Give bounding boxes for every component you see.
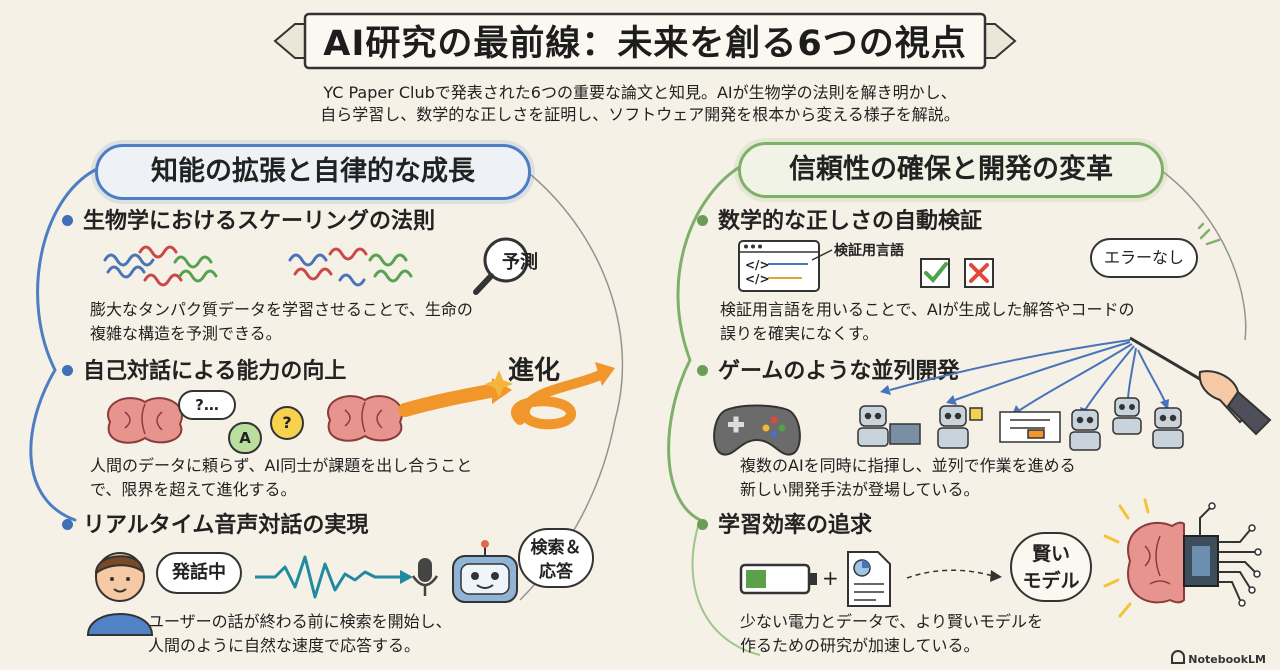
battery-icon — [739, 563, 817, 595]
code-tag-1: </> — [745, 258, 770, 272]
bullet-dot — [62, 518, 73, 530]
check-icon — [920, 258, 950, 288]
microphone-icon — [411, 558, 439, 596]
subtitle-line-2: 自ら学習し、数学的な正しさを証明し、ソフトウェア開発を根本から変える様子を解説。 — [320, 105, 960, 124]
smart-model-badge: 賢い モデル — [1010, 532, 1092, 602]
topic-parallel-dev-desc: 複数のAIを同時に指揮し、並列で作業を進める 新しい開発手法が登場している。 — [740, 456, 1076, 499]
evolution-badge: 進化 — [508, 356, 561, 386]
title-banner: AI研究の最前線：未来を創る6つの視点 — [273, 10, 1017, 70]
predict-badge: 予測 — [502, 252, 538, 273]
dashed-arrow — [906, 569, 1002, 582]
topic-verification-desc: 検証用言語を用いることで、AIが生成した解答やコードの 誤りを確実になくす。 — [720, 300, 1135, 343]
left-section-heading: 知能の拡張と自律的な成長 — [95, 144, 531, 200]
robot-icon — [452, 540, 518, 603]
bullet-dot — [697, 214, 708, 226]
robots-working-icon — [857, 397, 1184, 451]
pointer-line — [811, 249, 833, 261]
bullet-dot — [62, 214, 73, 226]
sound-wave-icon — [255, 555, 413, 599]
conductor-arrows — [880, 336, 1272, 436]
topic-efficiency-title: 学習効率の追求 — [697, 512, 872, 540]
topic-realtime-voice-desc: ユーザーの話が終わる前に検索を開始し、 人間のように自然な速度で応答する。 — [148, 612, 452, 655]
plus-sign: + — [822, 566, 839, 590]
game-controller-icon — [713, 404, 801, 456]
code-tag-2: </> — [745, 272, 770, 286]
page-title: AI研究の最前線：未来を創る6つの視点 — [323, 23, 967, 64]
bullet-dot — [62, 364, 73, 376]
bullet-dot — [697, 364, 708, 376]
right-section-heading: 信頼性の確保と開発の変革 — [738, 142, 1164, 198]
brain-chip-icon — [1103, 498, 1262, 618]
topic-self-play-title: 自己対話による能力の向上 — [62, 358, 346, 386]
search-respond-bubble: 検索＆ 応答 — [518, 528, 594, 588]
magnifier-icon — [473, 237, 529, 295]
topic-parallel-dev-title: ゲームのような並列開発 — [697, 358, 959, 386]
document-chart-icon — [847, 551, 891, 607]
topic-biology-scaling-desc: 膨大なタンパク質データを学習させることで、生命の 複雑な構造を予測できる。 — [90, 300, 473, 343]
page-subtitle: YC Paper Clubで発表された6つの重要な論文と知見。AIが生物学の法則… — [240, 82, 1040, 126]
notebooklm-brand: NotebookLM — [1171, 650, 1266, 666]
code-window-icon — [738, 240, 820, 292]
question-bubble-2: ? — [270, 406, 304, 440]
verification-language-label: 検証用言語 — [834, 243, 904, 259]
topic-realtime-voice-title: リアルタイム音声対話の実現 — [62, 512, 368, 540]
evolution-arrow-icon — [398, 362, 615, 430]
answer-bubble: A — [228, 422, 262, 454]
brain-icon-right — [327, 395, 403, 442]
topic-verification-title: 数学的な正しさの自動検証 — [697, 208, 982, 236]
topic-biology-scaling-title: 生物学におけるスケーリングの法則 — [62, 208, 435, 236]
sparkle-lines-icon — [1197, 222, 1221, 246]
no-error-bubble: エラーなし — [1090, 238, 1198, 278]
speaking-bubble: 発話中 — [156, 552, 242, 594]
question-bubble-1: ?… — [178, 390, 236, 420]
topic-self-play-desc: 人間のデータに頼らず、AI同士が課題を出し合うこと で、限界を超えて進化する。 — [90, 456, 473, 499]
cross-icon — [964, 258, 994, 288]
protein-structures-icon — [103, 245, 413, 287]
topic-efficiency-desc: 少ない電力とデータで、より賢いモデルを 作るための研究が加速している。 — [740, 612, 1044, 655]
brain-icon-left — [107, 397, 183, 444]
brand-logo-icon — [1171, 650, 1186, 664]
bullet-dot — [697, 518, 708, 530]
person-icon — [86, 552, 154, 636]
ribbon-shape — [273, 12, 1017, 70]
subtitle-line-1: YC Paper Clubで発表された6つの重要な論文と知見。AIが生物学の法則… — [323, 83, 957, 102]
